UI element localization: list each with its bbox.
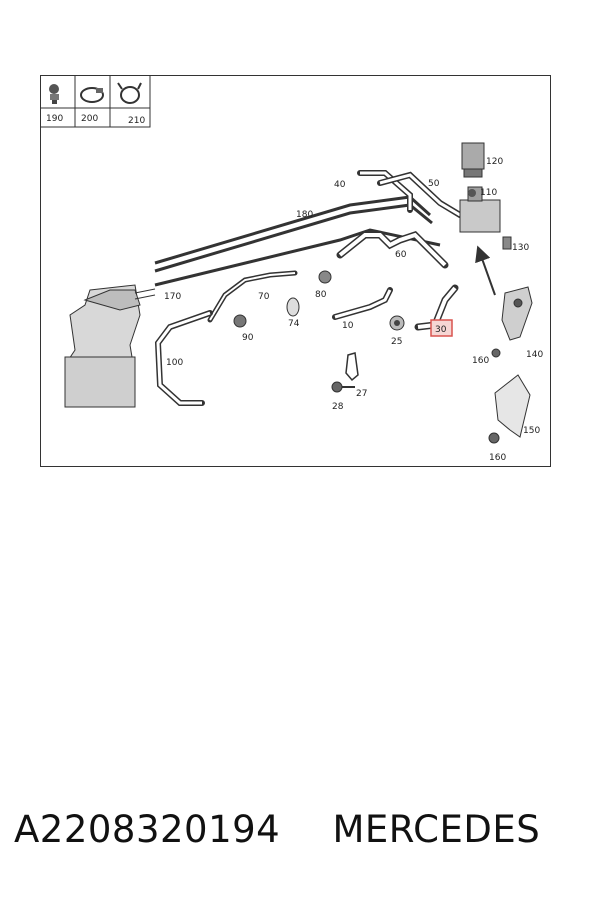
callout-27: 27 xyxy=(356,389,367,399)
legend-number-200: 200 xyxy=(81,114,98,124)
pointer-arrow xyxy=(475,245,496,296)
spring-clip-icon xyxy=(117,82,142,104)
hose-60 xyxy=(336,230,449,269)
bracket-140 xyxy=(501,286,533,341)
callout-140: 140 xyxy=(526,350,543,360)
callout-60: 60 xyxy=(395,250,407,260)
hose-100 xyxy=(154,310,213,406)
bolt-160b xyxy=(488,432,500,444)
hose-10 xyxy=(332,287,393,320)
push-clip-icon xyxy=(49,84,59,104)
callout-160-upper: 160 xyxy=(472,356,489,366)
legend-number-190: 190 xyxy=(46,114,63,124)
washer-reservoir xyxy=(64,284,156,408)
part-80 xyxy=(318,270,332,284)
callout-170: 170 xyxy=(164,292,181,302)
pump-120 xyxy=(461,142,485,178)
callout-130: 130 xyxy=(512,243,529,253)
legend-table: 190 200 210 xyxy=(40,75,151,128)
callout-28: 28 xyxy=(332,402,344,412)
highlight-box-30 xyxy=(430,319,453,337)
callout-80: 80 xyxy=(315,290,327,300)
part-25 xyxy=(389,315,405,331)
brand-name: MERCEDES xyxy=(332,808,541,851)
callout-40: 40 xyxy=(334,180,346,190)
callout-10: 10 xyxy=(342,321,354,331)
callout-180: 180 xyxy=(296,210,313,220)
bracket-150 xyxy=(494,374,531,438)
callout-90: 90 xyxy=(242,333,254,343)
connector-130 xyxy=(502,236,512,250)
hose-180 xyxy=(154,195,433,273)
parts-diagram: 190 200 210 xyxy=(40,75,543,463)
valve-assembly-110 xyxy=(459,186,501,233)
callout-50: 50 xyxy=(428,179,440,189)
callout-30: 30 xyxy=(435,325,447,335)
callout-74: 74 xyxy=(288,319,300,329)
hose-clamp-icon xyxy=(80,87,104,103)
part-27 xyxy=(345,352,359,382)
callout-100: 100 xyxy=(166,358,183,368)
bolt-160a xyxy=(491,348,501,358)
callout-150: 150 xyxy=(523,426,540,436)
hose-70 xyxy=(207,270,298,323)
part-74 xyxy=(286,297,300,317)
callout-70: 70 xyxy=(258,292,270,302)
callout-110: 110 xyxy=(480,188,497,198)
hose-40 xyxy=(357,170,413,213)
part-caption: A2208320194 MERCEDES xyxy=(14,808,594,851)
part-90 xyxy=(233,314,247,328)
hose-30 xyxy=(414,284,459,331)
callout-160-lower: 160 xyxy=(489,453,506,463)
hose-50 xyxy=(377,171,463,218)
bolt-28 xyxy=(331,381,355,393)
callout-120: 120 xyxy=(486,157,503,167)
legend-number-210: 210 xyxy=(128,116,145,126)
part-number: A2208320194 xyxy=(14,808,281,851)
callout-25: 25 xyxy=(391,337,402,347)
